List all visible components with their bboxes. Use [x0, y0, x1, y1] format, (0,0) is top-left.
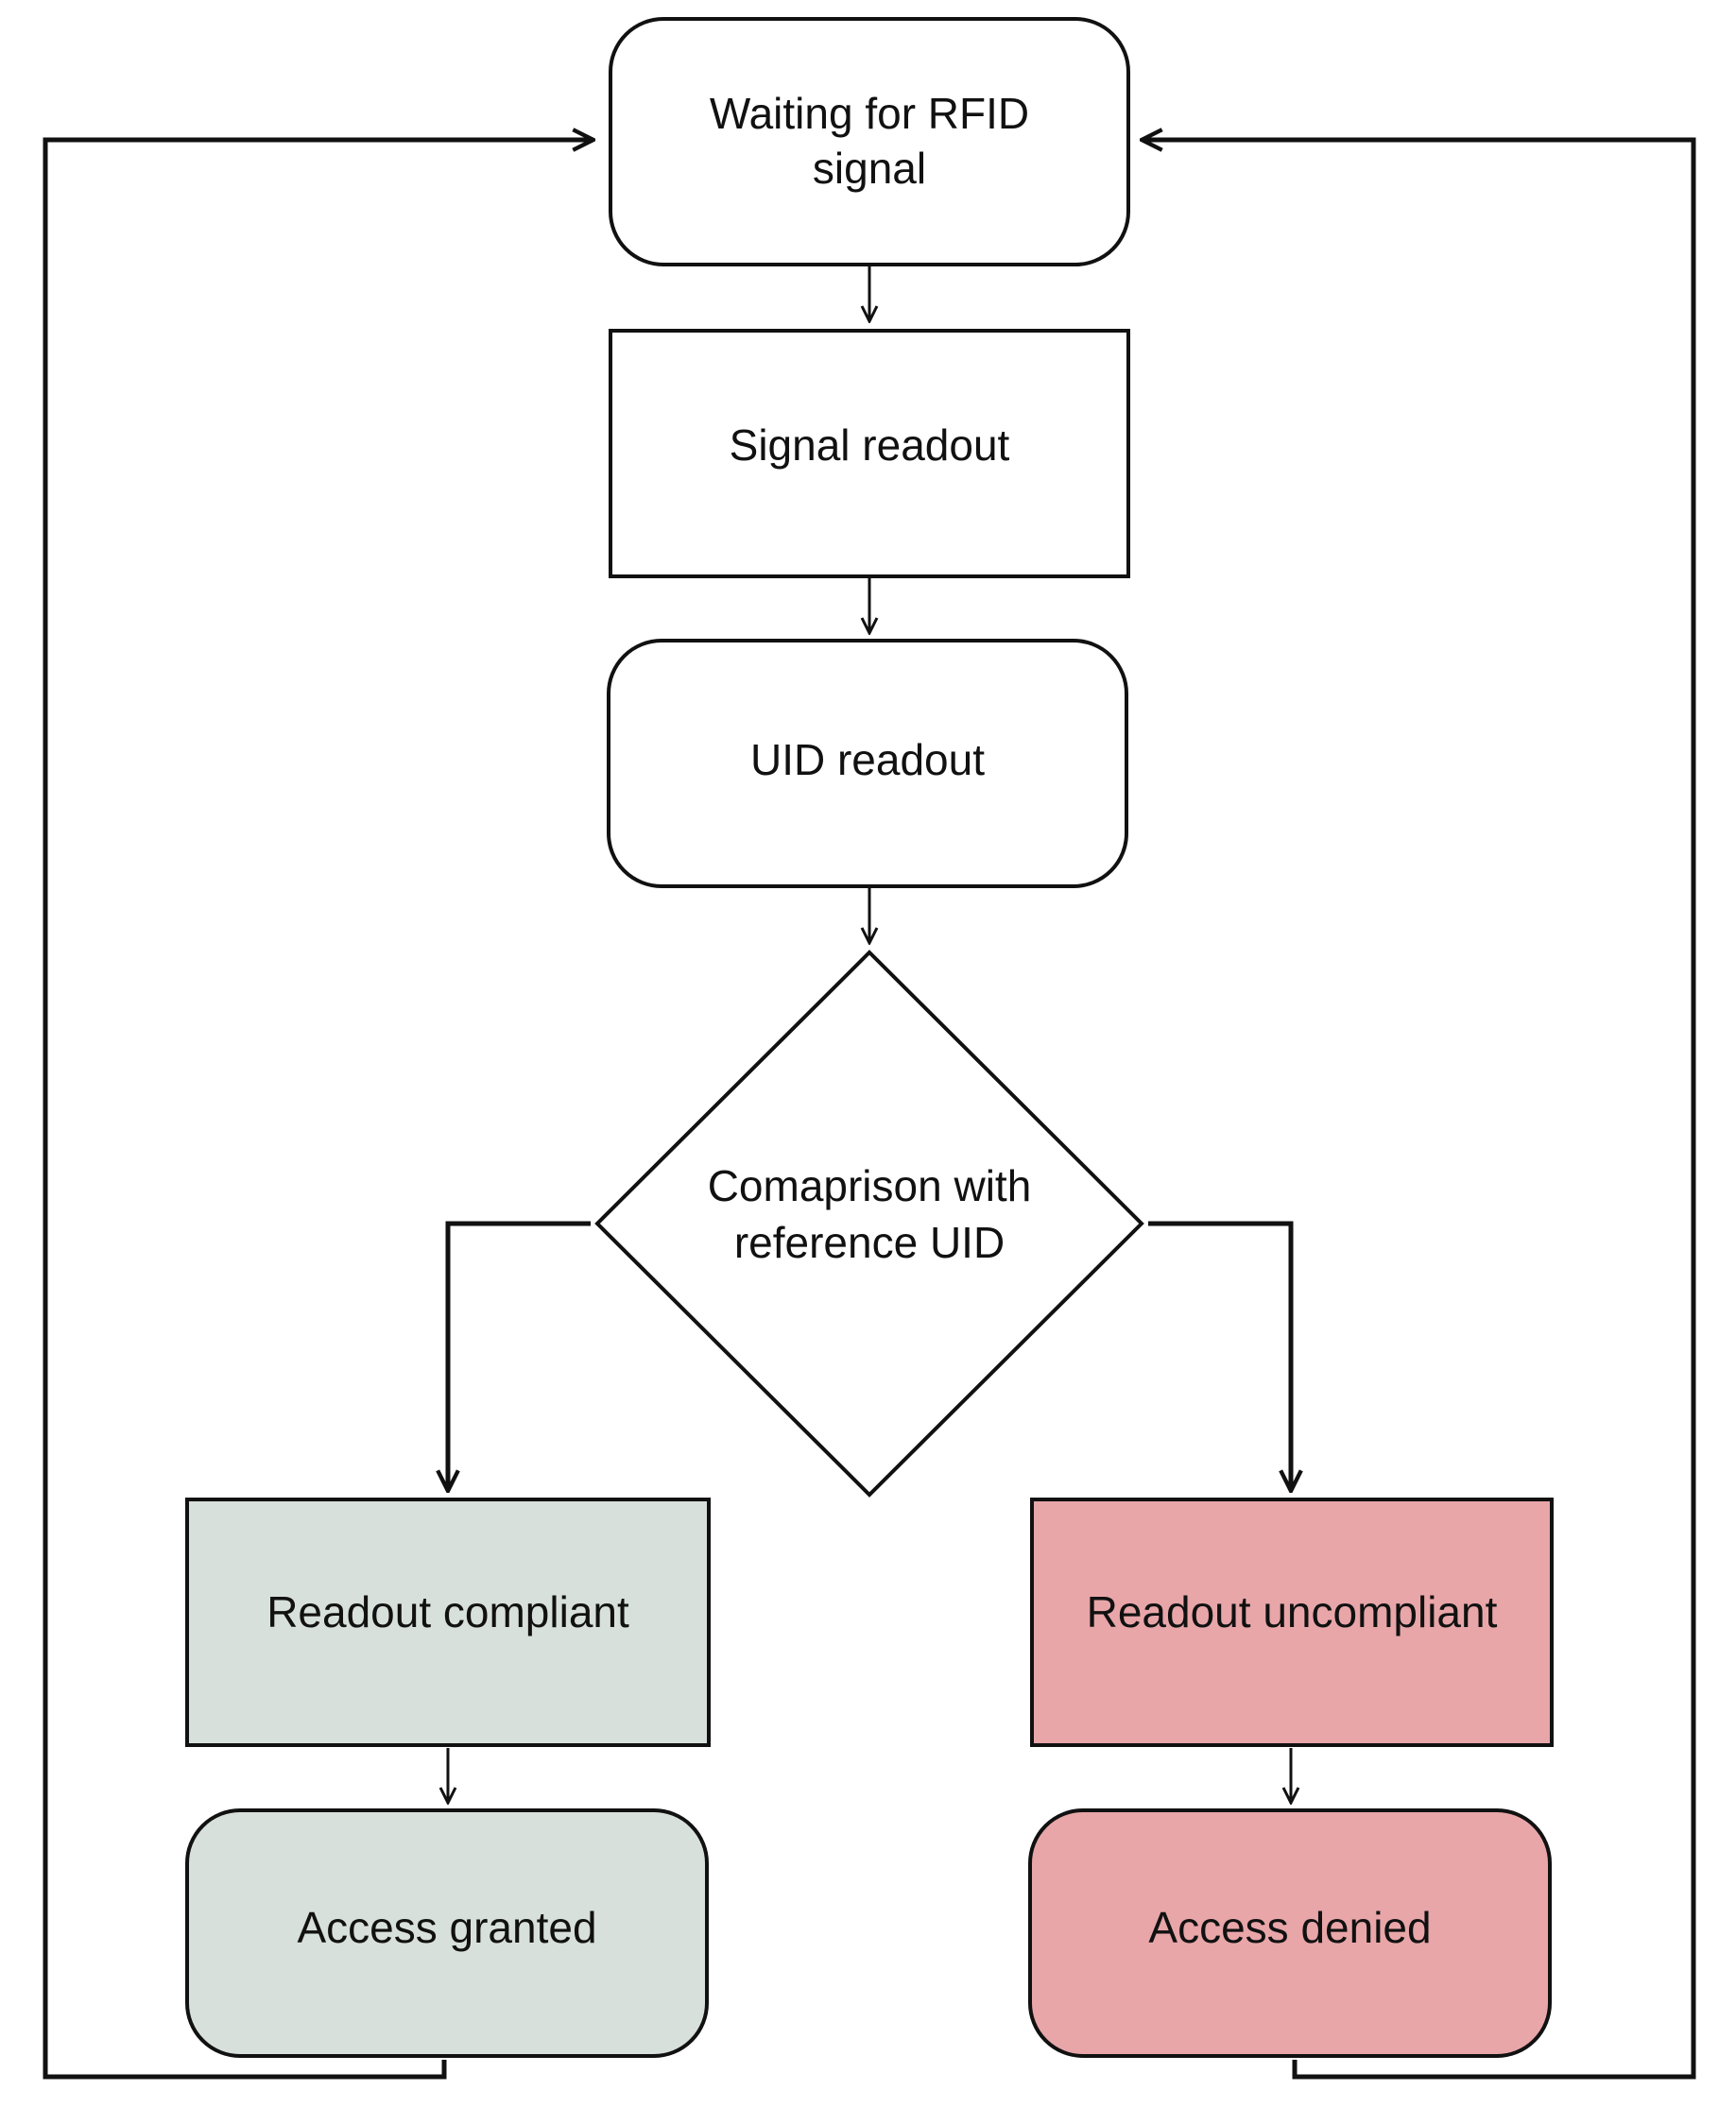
loop-denied-to-waiting — [1142, 140, 1696, 2080]
node-uncompliant-shape — [1030, 1498, 1554, 1747]
node-readout-uncompliant: Readout uncompliant — [1030, 1498, 1554, 1747]
node-access-denied: Access denied — [1028, 1808, 1552, 2058]
arrow-comparison-to-uncompliant — [1148, 1221, 1291, 1491]
node-comparison-label-line2: reference UID — [734, 1218, 1005, 1267]
node-granted-shape — [185, 1808, 709, 2058]
node-readout-compliant: Readout compliant — [185, 1498, 711, 1747]
node-signal-readout: Signal readout — [609, 329, 1130, 578]
node-comparison-decision: Comaprison with reference UID — [594, 950, 1144, 1498]
loop-granted-to-waiting — [43, 140, 593, 2080]
node-uid-readout: UID readout — [607, 639, 1128, 888]
node-waiting-shape — [609, 17, 1130, 266]
arrow-comparison-to-compliant — [448, 1221, 591, 1491]
node-comparison-shape — [594, 950, 1144, 1498]
node-access-granted: Access granted — [185, 1808, 709, 2058]
node-granted-label: Access granted — [297, 1903, 596, 1952]
node-waiting-label-line1: Waiting for RFID — [710, 89, 1029, 138]
node-comparison-label-line1: Comaprison with — [708, 1161, 1032, 1210]
node-compliant-shape — [185, 1498, 711, 1747]
node-uid-readout-shape — [607, 639, 1128, 888]
node-signal-readout-shape — [609, 329, 1130, 578]
node-uid-readout-label: UID readout — [750, 735, 985, 784]
node-denied-shape — [1028, 1808, 1552, 2058]
node-waiting-label-line2: signal — [813, 144, 926, 193]
node-signal-readout-label: Signal readout — [730, 420, 1010, 470]
node-denied-label: Access denied — [1148, 1903, 1431, 1952]
node-waiting-for-rfid: Waiting for RFID signal — [609, 17, 1130, 266]
node-compliant-label: Readout compliant — [266, 1587, 629, 1636]
node-uncompliant-label: Readout uncompliant — [1087, 1587, 1498, 1636]
